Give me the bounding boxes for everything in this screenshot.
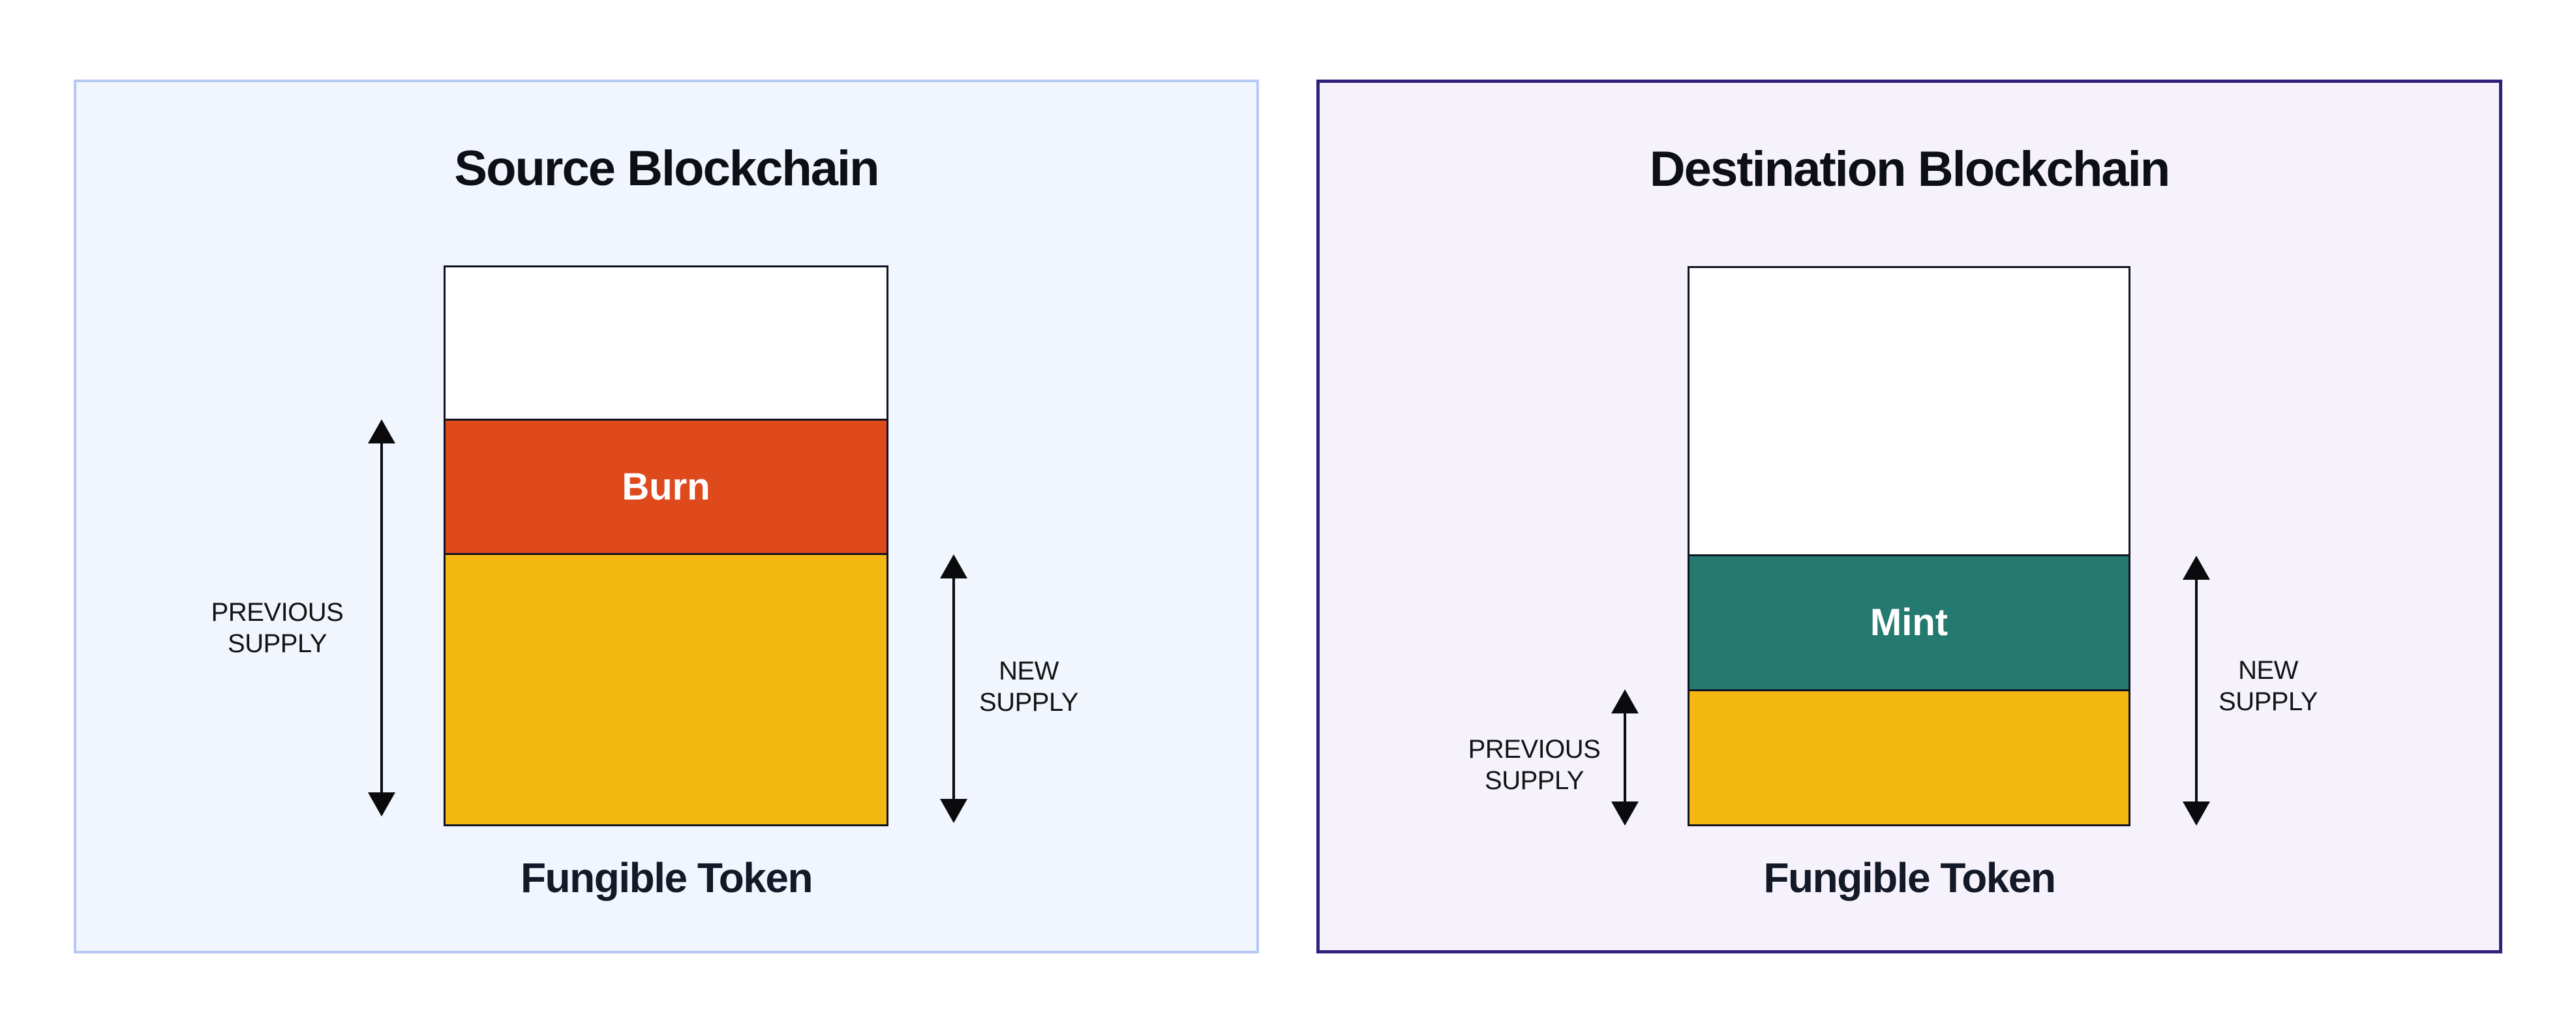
source-token-label: Fungible Token (520, 854, 813, 901)
destination-blockchain-panel: Destination Blockchain Mint PREVIOUS SUP… (1316, 80, 2502, 953)
arrow-down-icon (940, 799, 967, 823)
supply-label-line: SUPPLY (2219, 687, 2318, 716)
source-unallocated-section (446, 267, 886, 419)
arrow-up-icon (2183, 556, 2210, 580)
destination-new-supply-label: NEW SUPPLY (2151, 655, 2386, 717)
arrow-line (2195, 580, 2198, 801)
arrow-down-icon (368, 792, 395, 816)
source-new-supply-arrow-icon (939, 554, 968, 823)
arrow-down-icon (2183, 801, 2210, 826)
source-burn-section: Burn (446, 419, 886, 553)
supply-label-line: PREVIOUS (1468, 735, 1601, 764)
destination-new-supply-arrow-icon (2182, 556, 2211, 826)
source-previous-supply-arrow-icon (367, 419, 396, 816)
supply-label-line: SUPPLY (1485, 766, 1584, 795)
arrow-up-icon (940, 554, 967, 578)
destination-previous-supply-label: PREVIOUS SUPPLY (1417, 734, 1652, 796)
mint-section-label: Mint (1870, 601, 1948, 644)
destination-previous-supply-section (1690, 689, 2129, 824)
destination-token-label: Fungible Token (1763, 854, 2056, 901)
source-blockchain-panel: Source Blockchain Burn PREVIOUS SUPPLY N… (74, 80, 1259, 953)
supply-label-line: NEW (999, 657, 1059, 685)
source-panel-title: Source Blockchain (454, 141, 879, 196)
source-token-supply-bar: Burn (444, 265, 888, 826)
supply-label-line: PREVIOUS (211, 598, 344, 627)
burn-section-label: Burn (622, 465, 710, 508)
destination-token-supply-bar: Mint (1688, 266, 2130, 826)
destination-unallocated-section (1690, 268, 2129, 554)
source-new-supply-label: NEW SUPPLY (911, 655, 1146, 718)
arrow-down-icon (1611, 801, 1639, 826)
destination-mint-section: Mint (1690, 554, 2129, 689)
supply-label-line: SUPPLY (228, 629, 327, 658)
arrow-line (1624, 713, 1626, 801)
destination-previous-supply-arrow-icon (1611, 689, 1639, 826)
destination-panel-title: Destination Blockchain (1649, 142, 2170, 197)
arrow-line (952, 578, 955, 799)
source-previous-supply-label: PREVIOUS SUPPLY (160, 597, 395, 659)
supply-label-line: SUPPLY (979, 688, 1078, 717)
arrow-up-icon (368, 419, 395, 443)
source-remaining-supply-section (446, 553, 886, 824)
supply-label-line: NEW (2238, 656, 2298, 685)
arrow-up-icon (1611, 689, 1639, 713)
arrow-line (380, 443, 383, 792)
